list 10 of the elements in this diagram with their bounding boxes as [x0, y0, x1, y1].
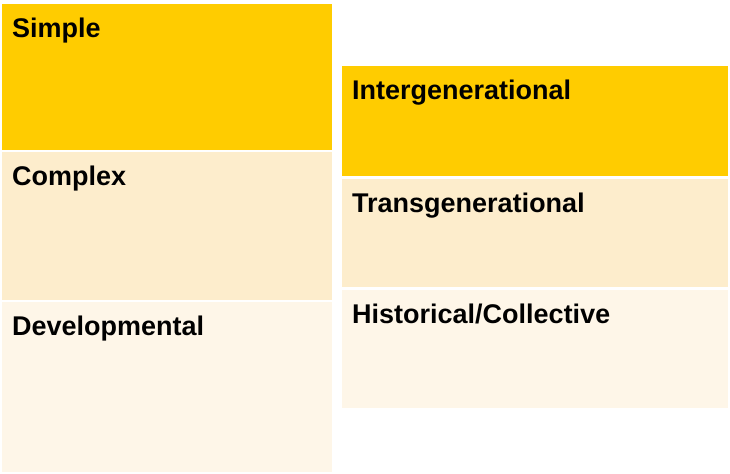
category-panel: [342, 66, 728, 176]
category-panel: [2, 4, 332, 150]
category-panel: [2, 152, 332, 300]
category-panel: [342, 179, 728, 287]
category-heading: Intergenerational: [352, 74, 572, 106]
category-heading: Developmental: [12, 310, 204, 342]
category-heading: Transgenerational: [352, 187, 585, 220]
category-heading: Simple: [12, 12, 101, 44]
category-heading: Historical/Collective: [352, 298, 610, 330]
category-heading: Complex: [12, 160, 126, 192]
